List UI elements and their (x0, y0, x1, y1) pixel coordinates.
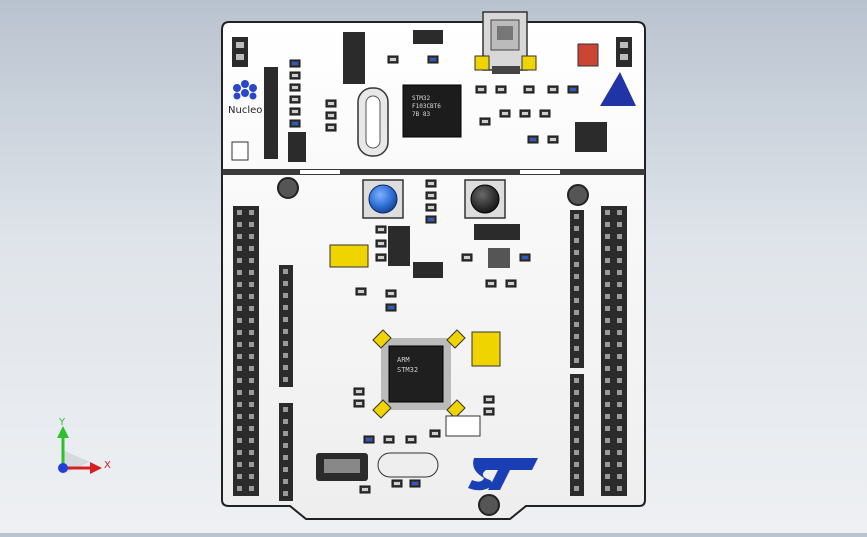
arduino-header-cn8 (279, 403, 293, 501)
morpho-header-right (601, 206, 627, 496)
bottom-components (316, 224, 520, 481)
smd-part-body (378, 228, 384, 231)
smd-part-body (498, 88, 504, 91)
st-logo-icon: ST (0, 0, 538, 491)
smd-part-body (358, 290, 364, 293)
smd-part-body (522, 112, 528, 115)
smd-part-body (362, 488, 368, 491)
smd-part-body (486, 410, 492, 413)
smd-part-body (428, 194, 434, 197)
brand-label: Nucleo (228, 105, 262, 116)
smd-part-body (378, 256, 384, 259)
smd-part-body (486, 398, 492, 401)
reset-button-icon[interactable] (464, 179, 506, 219)
smd-part-body (292, 86, 298, 89)
smd-part-body (488, 282, 494, 285)
smd-part-body (432, 432, 438, 435)
smd-part-body (408, 438, 414, 441)
smd-part-body (570, 88, 576, 91)
smd-part-body (522, 256, 528, 259)
smd-part-body (328, 114, 334, 117)
smd-part-body (550, 138, 556, 141)
crystal-icon (357, 87, 389, 157)
usb-connector-icon (474, 11, 537, 74)
smd-components (289, 55, 579, 494)
svg-text:F103CBT6: F103CBT6 (412, 103, 441, 110)
smd-part-body (356, 402, 362, 405)
st-small-logo-icon (575, 43, 636, 152)
smd-part-body (378, 242, 384, 245)
smd-part-body (328, 102, 334, 105)
smd-part-body (292, 74, 298, 77)
stlink-chip: STM32 F103CBT6 7B 83 (402, 84, 462, 138)
axis-triad: Y X (57, 417, 111, 474)
smd-part-body (542, 112, 548, 115)
svg-text:7B 83: 7B 83 (412, 111, 430, 118)
smd-part-body (412, 482, 418, 485)
smd-part-body (388, 292, 394, 295)
smd-part-body (388, 306, 394, 309)
smd-part-body (526, 88, 532, 91)
smd-part-body (328, 126, 334, 129)
smd-part-body (366, 438, 372, 441)
smd-part-body (394, 482, 400, 485)
smd-part-body (356, 390, 362, 393)
smd-part-body (530, 138, 536, 141)
user-button-icon[interactable] (362, 179, 404, 219)
pin-headers (233, 206, 627, 501)
smd-part-body (292, 62, 298, 65)
smd-part-body (428, 218, 434, 221)
smd-part-body (292, 122, 298, 125)
svg-text:STM32: STM32 (397, 366, 418, 374)
smd-part-body (390, 58, 396, 61)
stlink-jumper (231, 30, 632, 162)
nucleo-logo-icon: Nucleo (228, 80, 262, 116)
smd-part-body (386, 438, 392, 441)
axis-x-label: X (104, 460, 111, 471)
smd-part-body (508, 282, 514, 285)
main-mcu-chip: ARM STM32 (372, 329, 466, 419)
svg-text:ARM: ARM (397, 356, 410, 364)
arduino-header-cn5 (570, 210, 584, 368)
smd-part-body (502, 112, 508, 115)
morpho-header-left (233, 206, 259, 496)
smd-part-body (292, 110, 298, 113)
arduino-header-cn9 (570, 374, 584, 496)
smd-part-body (428, 206, 434, 209)
smd-part-body (550, 88, 556, 91)
arduino-header-cn6 (279, 265, 293, 387)
smd-part-body (482, 120, 488, 123)
svg-text:ST: ST (0, 0, 2, 1)
smd-part-body (428, 182, 434, 185)
smd-part-body (478, 88, 484, 91)
smd-part-body (464, 256, 470, 259)
smd-part-body (430, 58, 436, 61)
axis-y-label: Y (58, 417, 66, 428)
smd-part-body (292, 98, 298, 101)
svg-text:STM32: STM32 (412, 95, 430, 102)
